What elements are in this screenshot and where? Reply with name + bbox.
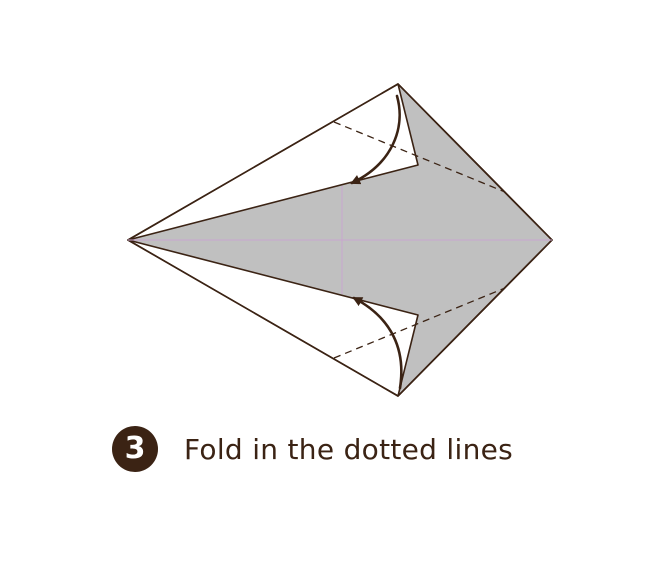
fold-line-bottom [333,287,506,359]
step-instruction: Fold in the dotted lines [184,432,514,466]
paper-edge-bottom [127,239,553,397]
step-number-badge: 3 [112,426,158,472]
fold-line-top [333,121,506,193]
step-caption: 3 Fold in the dotted lines [112,424,513,474]
curved-arrow-down-left-icon [350,94,401,185]
curved-arrow-up-left-icon [352,296,403,390]
paper-edge-top [127,83,553,241]
